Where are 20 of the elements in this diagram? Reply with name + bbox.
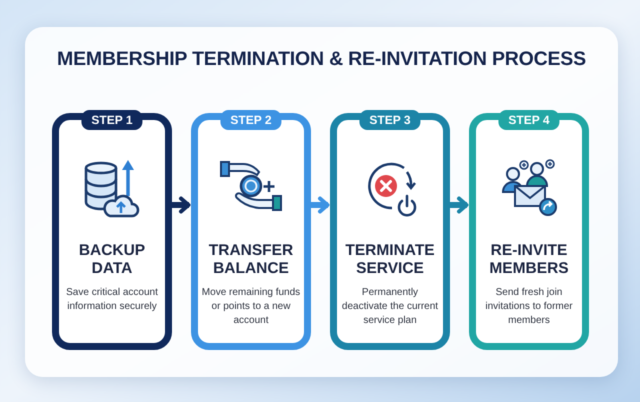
step-label: STEP 3 bbox=[359, 110, 421, 130]
step-card bbox=[191, 113, 311, 350]
arrow bbox=[172, 196, 190, 214]
step-description: Send fresh join invitations to former members bbox=[484, 286, 574, 328]
step-card bbox=[469, 113, 589, 350]
step-card bbox=[52, 113, 172, 350]
step-description: Save critical account information securely bbox=[65, 286, 159, 314]
step-heading: RE-INVITE MEMBERS bbox=[488, 242, 570, 278]
arrow bbox=[450, 196, 468, 214]
step-description: Move remaining funds or points to a new account bbox=[200, 286, 302, 328]
step-heading: TRANSFER BALANCE bbox=[208, 242, 294, 278]
step-label: STEP 2 bbox=[220, 110, 282, 130]
arrow bbox=[311, 196, 330, 214]
step-card bbox=[330, 113, 450, 350]
step-heading: BACKUP DATA bbox=[78, 242, 146, 278]
step-label: STEP 1 bbox=[81, 110, 143, 130]
step-description: Permanently deactivate the current service plan bbox=[340, 286, 440, 328]
step-heading: TERMINATE SERVICE bbox=[344, 242, 436, 278]
step-label: STEP 4 bbox=[498, 110, 560, 130]
diagram-title: MEMBERSHIP TERMINATION & RE-INVITATION PROCESS bbox=[57, 47, 586, 72]
